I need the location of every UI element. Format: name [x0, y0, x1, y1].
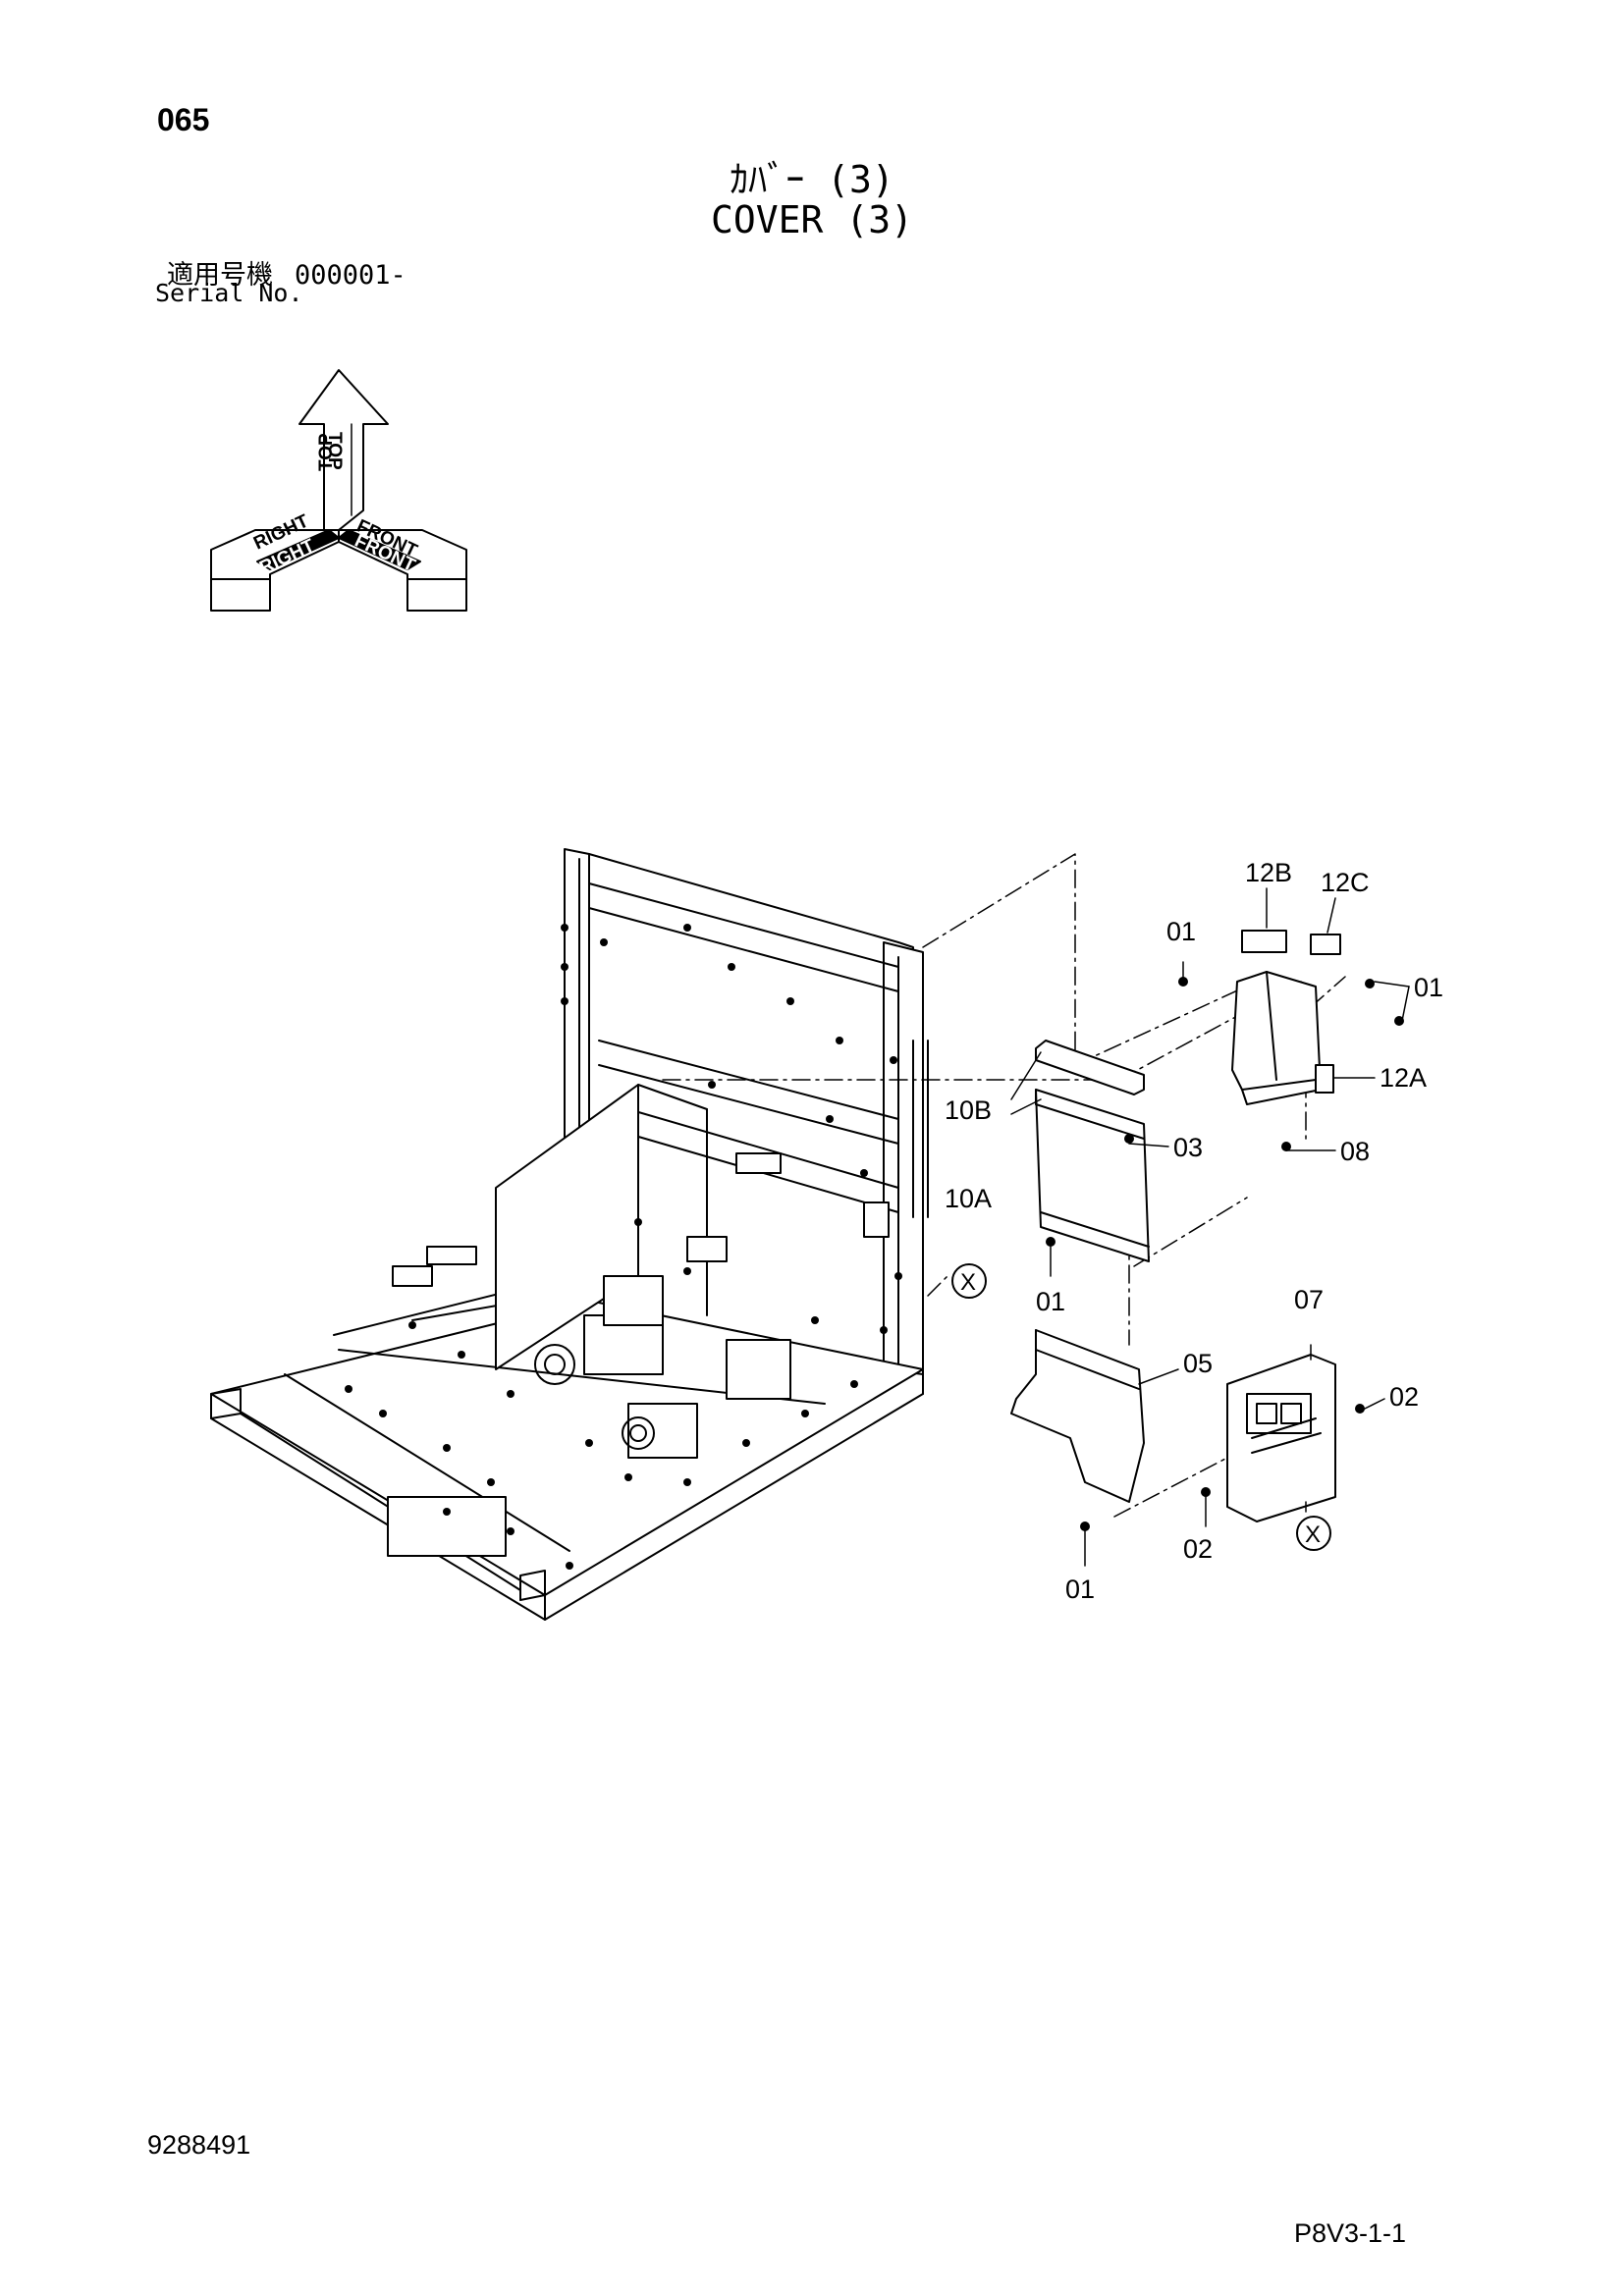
page-reference: P8V3-1-1 — [1294, 2218, 1407, 2248]
title-japanese: ｶﾊﾞｰ (3) — [730, 158, 894, 201]
callout-03: 03 — [1173, 1133, 1203, 1162]
leader-lines — [1010, 887, 1410, 1567]
callout-12a: 12A — [1380, 1063, 1427, 1093]
fastener-dots — [1046, 977, 1404, 1531]
orient-top-label-b: TOP — [316, 433, 337, 471]
callout-circle-x-b — [1296, 1516, 1331, 1551]
callout-10a: 10A — [945, 1184, 992, 1213]
callout-01-d: 01 — [1065, 1575, 1095, 1604]
orientation-indicator: TOP TOP RIGHT RIGHT FRONT FRONT — [210, 369, 467, 612]
page-number: 065 — [157, 102, 210, 137]
part-12b — [1241, 930, 1287, 953]
part-05-duct — [1010, 1329, 1145, 1503]
callout-07: 07 — [1294, 1285, 1324, 1314]
part-12a-bracket — [1231, 971, 1334, 1105]
callout-02-a: 02 — [1389, 1382, 1419, 1412]
callout-x-b: X — [1305, 1522, 1321, 1548]
callout-02-b: 02 — [1183, 1534, 1213, 1564]
callout-01-b: 01 — [1414, 973, 1443, 1002]
callout-circle-x-a — [951, 1263, 987, 1299]
callout-x-a: X — [960, 1269, 976, 1296]
callout-01-a: 01 — [1166, 917, 1196, 946]
document-number: 9288491 — [147, 2130, 251, 2160]
part-12c — [1310, 934, 1341, 955]
title-english: COVER (3) — [711, 198, 913, 241]
part-10a-plate — [1035, 1089, 1150, 1262]
callout-12b: 12B — [1245, 858, 1292, 887]
main-frame — [210, 848, 929, 1621]
part-10b-strip — [1035, 1040, 1145, 1095]
orient-top-label-a: TOP — [324, 432, 345, 470]
callout-01-c: 01 — [1036, 1287, 1065, 1316]
serial-label-japanese: 適用号機 000001- — [167, 253, 406, 292]
serial-label-english: Serial No. — [155, 279, 303, 307]
callout-05: 05 — [1183, 1349, 1213, 1378]
callout-08: 08 — [1340, 1137, 1370, 1166]
serial-value: 000001- — [295, 260, 406, 291]
callout-10b: 10B — [945, 1095, 992, 1125]
part-07-panel — [1226, 1354, 1336, 1522]
serial-label-jp-text: 適用号機 — [167, 260, 273, 291]
callout-12c: 12C — [1321, 868, 1370, 897]
